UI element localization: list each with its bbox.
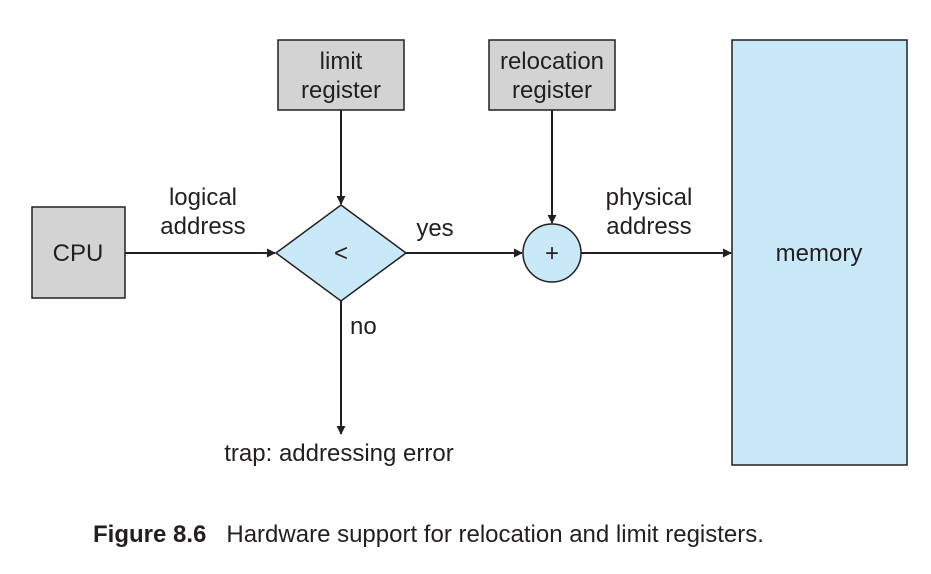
logical-address-label-line2: address <box>160 213 245 240</box>
compare-symbol: < <box>334 240 348 267</box>
trap-label: trap: addressing error <box>224 440 453 467</box>
memory-label: memory <box>776 240 863 267</box>
no-label: no <box>350 313 377 340</box>
limit-register-label-line1: limit <box>320 48 363 75</box>
relocation-register-box <box>488 39 616 111</box>
relocation-register-label-line2: register <box>512 77 592 104</box>
yes-label: yes <box>416 215 453 242</box>
adder-symbol: + <box>545 240 559 267</box>
cpu-box <box>31 206 126 299</box>
limit-register-box <box>277 39 405 111</box>
relocation-register-label-line1: relocation <box>500 48 604 75</box>
physical-address-label-line1: physical <box>606 184 693 211</box>
memory-box <box>731 39 908 466</box>
physical-address-label-line2: address <box>606 213 691 240</box>
figure-caption: Figure 8.6 Hardware support for relocatio… <box>93 521 764 549</box>
figure-number: Figure 8.6 <box>93 521 207 548</box>
cpu-label: CPU <box>53 240 104 267</box>
diagram: CPU limit register relocation register m… <box>31 39 908 467</box>
limit-register-label-line2: register <box>301 77 381 104</box>
figure-caption-text: Hardware support for relocation and limi… <box>226 521 764 548</box>
logical-address-label-line1: logical <box>169 184 237 211</box>
